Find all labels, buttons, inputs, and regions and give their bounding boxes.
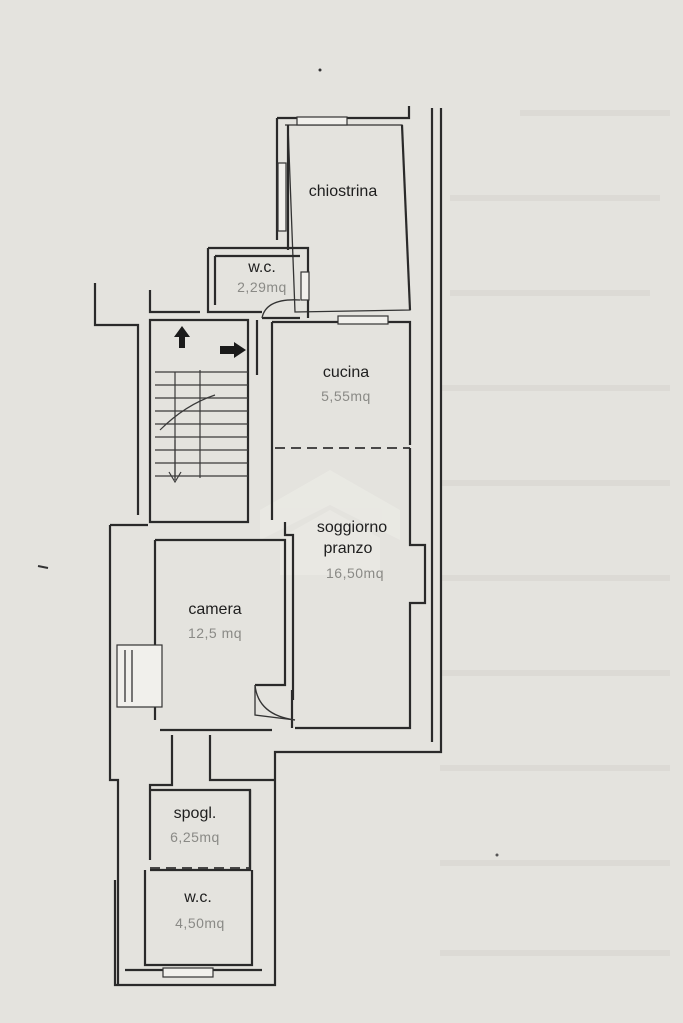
room-label-cucina: cucina (323, 364, 369, 381)
room-area-wc-bottom: 4,50mq (175, 915, 225, 931)
speck (495, 853, 499, 857)
up-arrow-icon (174, 326, 190, 348)
room-area-camera: 12,5 mq (188, 625, 242, 641)
house-watermark-icon (260, 470, 400, 575)
door-swings (254, 299, 301, 721)
windows (277, 116, 389, 325)
room-label-chiostrina: chiostrina (309, 183, 378, 200)
room-area-cucina: 5,55mq (321, 388, 371, 404)
walls (93, 106, 443, 987)
room-area-wc-top: 2,29mq (237, 279, 287, 295)
speck (318, 68, 322, 72)
right-arrow-icon (220, 342, 246, 358)
room-label-camera: camera (188, 601, 241, 618)
room-label-wc-bottom: w.c. (183, 889, 212, 906)
room-area-spogl: 6,25mq (170, 829, 220, 845)
room-area-soggiorno: 16,50mq (326, 565, 384, 581)
room-label-soggiorno: soggiorno (317, 519, 387, 536)
room-label-spogl: spogl. (174, 805, 217, 822)
room-label-wc-top: w.c. (247, 259, 276, 276)
room-label-pranzo: pranzo (324, 540, 373, 557)
staircase (155, 370, 248, 484)
speck (37, 565, 49, 569)
